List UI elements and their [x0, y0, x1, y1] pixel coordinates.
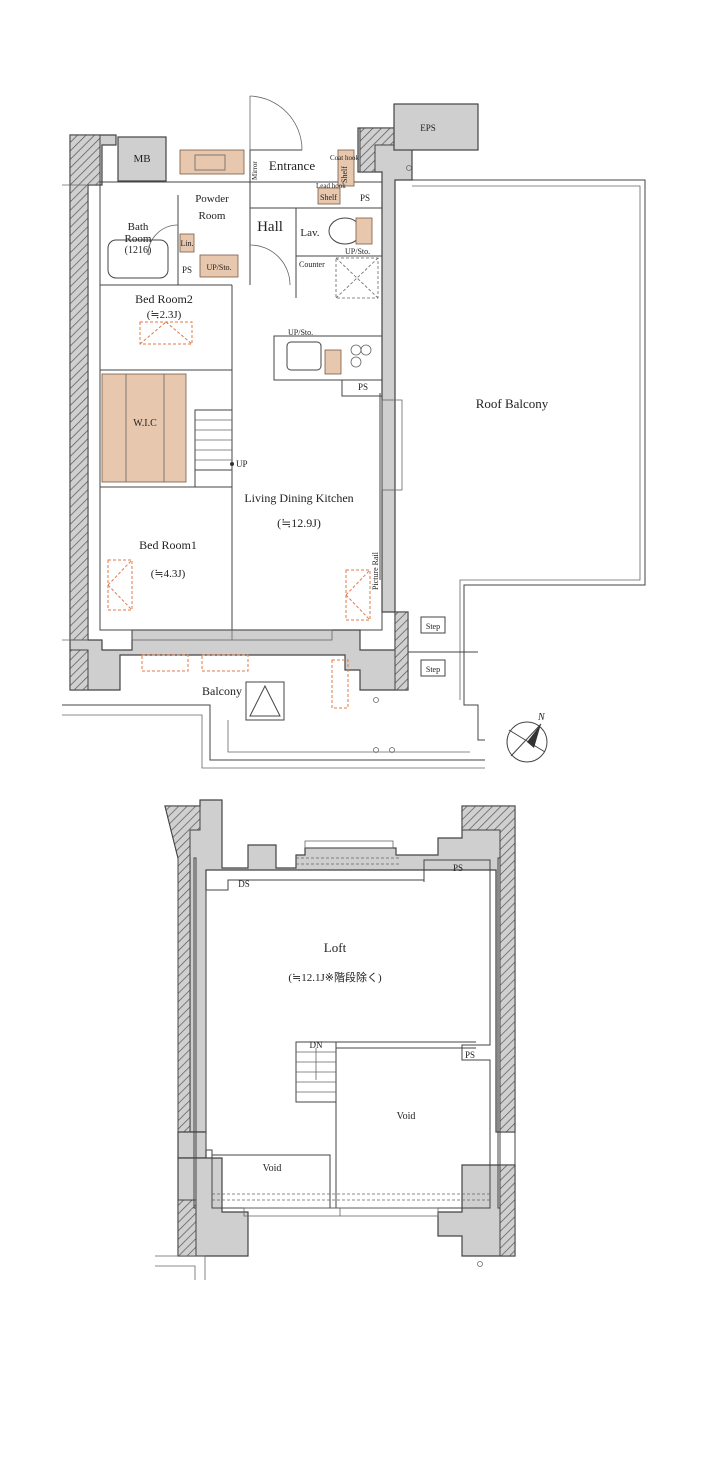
label-bath-size: (1216): [125, 245, 152, 256]
label-bed-room2-size: (≒2.3J): [147, 309, 182, 321]
label-bed-room1: Bed Room1: [139, 538, 197, 552]
label-ps-bath: PS: [182, 265, 192, 275]
label-eps: EPS: [420, 123, 436, 133]
north-compass: [506, 721, 548, 763]
label-loft-size: (≒12.1J※階段除く): [288, 970, 382, 984]
label-wic: W.I.C: [133, 418, 157, 429]
label-ldk-size: (≒12.9J): [277, 516, 321, 530]
label-lav: Lav.: [300, 227, 319, 239]
label-up-sto-powder: UP/Sto.: [206, 263, 231, 272]
label-lead-hook: Lead hook: [316, 182, 346, 190]
label-void-right: Void: [397, 1111, 416, 1122]
label-step-2: Step: [426, 665, 440, 674]
label-mb: MB: [133, 153, 150, 165]
label-ps-entrance: PS: [360, 193, 370, 203]
label-dn: DN: [310, 1040, 323, 1050]
label-ldk: Living Dining Kitchen: [244, 491, 353, 505]
label-step-1: Step: [426, 622, 440, 631]
roof-balcony-outline: [408, 179, 646, 741]
label-coat-hook: Coat hook: [330, 154, 359, 162]
label-shelf-top: Shelf: [340, 166, 349, 183]
upper-floor-plan: MB EPS Entrance Coat hook Shelf Lead hoo…: [62, 95, 646, 769]
label-powder-room-2: Room: [199, 210, 226, 222]
upper-fixtures: [101, 149, 412, 753]
label-shelf-small: Shelf: [320, 193, 337, 202]
label-hall: Hall: [257, 219, 283, 235]
upper-partitions: [100, 95, 403, 641]
label-ps-mid: PS: [465, 1050, 475, 1060]
label-loft: Loft: [324, 940, 347, 955]
label-roof-balcony: Roof Balcony: [476, 396, 549, 411]
label-bed-room1-size: (≒4.3J): [151, 568, 186, 580]
label-mirror: Mirror: [251, 161, 259, 180]
label-ps-kitchen: PS: [358, 382, 368, 392]
label-picture-rail: Picture Rail: [371, 551, 380, 590]
loft-interior: [155, 840, 491, 1280]
label-void-left: Void: [263, 1163, 282, 1174]
balcony-rails: [62, 184, 485, 769]
label-lin: Lin.: [180, 239, 193, 248]
upper-walls: [69, 103, 479, 691]
label-bath-room-1: Bath: [128, 221, 149, 233]
label-up-sto-lav: UP/Sto.: [345, 247, 370, 256]
label-counter: Counter: [299, 260, 325, 269]
stair-upper: [194, 409, 234, 471]
label-ds: DS: [238, 879, 250, 889]
label-up: UP: [236, 459, 248, 469]
label-powder-room-1: Powder: [195, 193, 229, 205]
stair-loft: [295, 1041, 337, 1103]
label-up-sto-kitchen: UP/Sto.: [288, 328, 313, 337]
label-balcony: Balcony: [202, 684, 242, 698]
label-ps-top: PS: [453, 863, 463, 873]
label-bed-room2: Bed Room2: [135, 292, 193, 306]
label-north: N: [537, 712, 546, 723]
label-entrance: Entrance: [269, 158, 315, 173]
loft-floor-plan: DS PS Loft (≒12.1J※階段除く) DN PS Void Void: [155, 799, 516, 1280]
label-bath-room-2: Room: [125, 233, 152, 245]
